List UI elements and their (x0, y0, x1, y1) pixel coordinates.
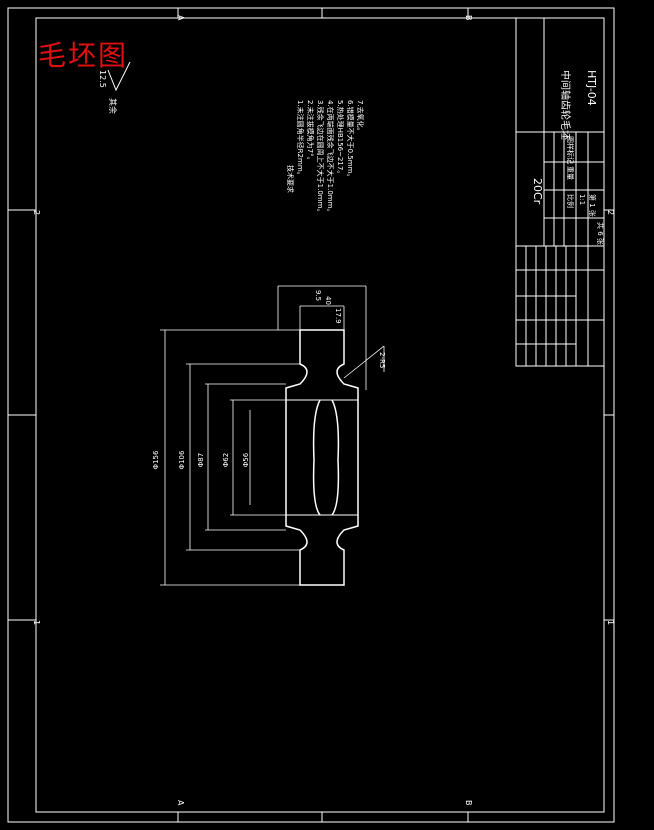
gear-blank-section (285, 329, 359, 586)
dim-dia-56: Φ56 (242, 452, 250, 467)
dim-top-1: 9.5 (314, 290, 322, 301)
dim-chamfer: 2-R5 (378, 352, 386, 368)
dim-dia-87: Φ87 (197, 453, 205, 467)
blank-drawing-title: 毛坯图 (38, 39, 129, 72)
material: 20Cr (531, 178, 544, 205)
zone-number-1-left: 1 (32, 620, 41, 625)
part-name: 中间轴齿轮毛坯 (559, 70, 572, 140)
svg-text:其余: 其余 (108, 98, 118, 114)
zone-number-2-left: 2 (32, 210, 41, 215)
svg-text:6.错模量不大于0.5mm。: 6.错模量不大于0.5mm。 (346, 100, 355, 180)
svg-text:12.5: 12.5 (98, 70, 107, 88)
scale-value: 1:1 (578, 194, 586, 205)
title-block (515, 17, 605, 367)
dim-dia-62: Φ62 (222, 453, 230, 467)
svg-text:图样标记: 图样标记 (566, 136, 575, 164)
zone-number-1-right: 1 (606, 620, 615, 625)
svg-text:比例: 比例 (566, 194, 575, 208)
drawing-number: HTJ-04 (585, 70, 598, 106)
surface-roughness-symbol: 12.5 其余 (98, 61, 131, 114)
svg-text:5.热处理HB156~217。: 5.热处理HB156~217。 (336, 100, 345, 177)
dimension-lines (160, 285, 385, 586)
zone-number-2-right: 2 (606, 210, 615, 215)
dim-dia-106: Φ106 (178, 450, 186, 469)
svg-text:4.在两端面残余飞边不大于1.0mm。: 4.在两端面残余飞边不大于1.0mm。 (326, 100, 335, 215)
dim-dia-156: Φ156 (152, 450, 160, 469)
technical-requirements: 技术要求 1.未注圆角半径R2mm。 2.未注拔模角为7°。 3.残余飞边在圆周… (286, 100, 365, 215)
svg-text:7.去氧化。: 7.去氧化。 (356, 100, 365, 135)
zone-letter-a-top: A (176, 15, 185, 21)
svg-text:1.未注圆角半径R2mm。: 1.未注圆角半径R2mm。 (296, 100, 305, 179)
dim-top-2: 40 (324, 296, 332, 305)
svg-text:2.未注拔模角为7°。: 2.未注拔模角为7°。 (306, 100, 315, 164)
svg-text:技术要求: 技术要求 (286, 165, 295, 193)
svg-text:3.残余飞边在圆周上不大于1.0mm。: 3.残余飞边在圆周上不大于1.0mm。 (316, 100, 325, 215)
svg-text:重量: 重量 (566, 166, 574, 180)
zone-letter-b-bottom: B (464, 800, 473, 806)
sheet-number: 第 1 张 (588, 194, 597, 217)
dim-top-3: 17.9 (334, 308, 342, 324)
sheet-total: 共 6 张 (596, 222, 605, 245)
zone-letter-a-bottom: A (176, 800, 185, 806)
zone-letter-b-top: B (464, 15, 473, 21)
